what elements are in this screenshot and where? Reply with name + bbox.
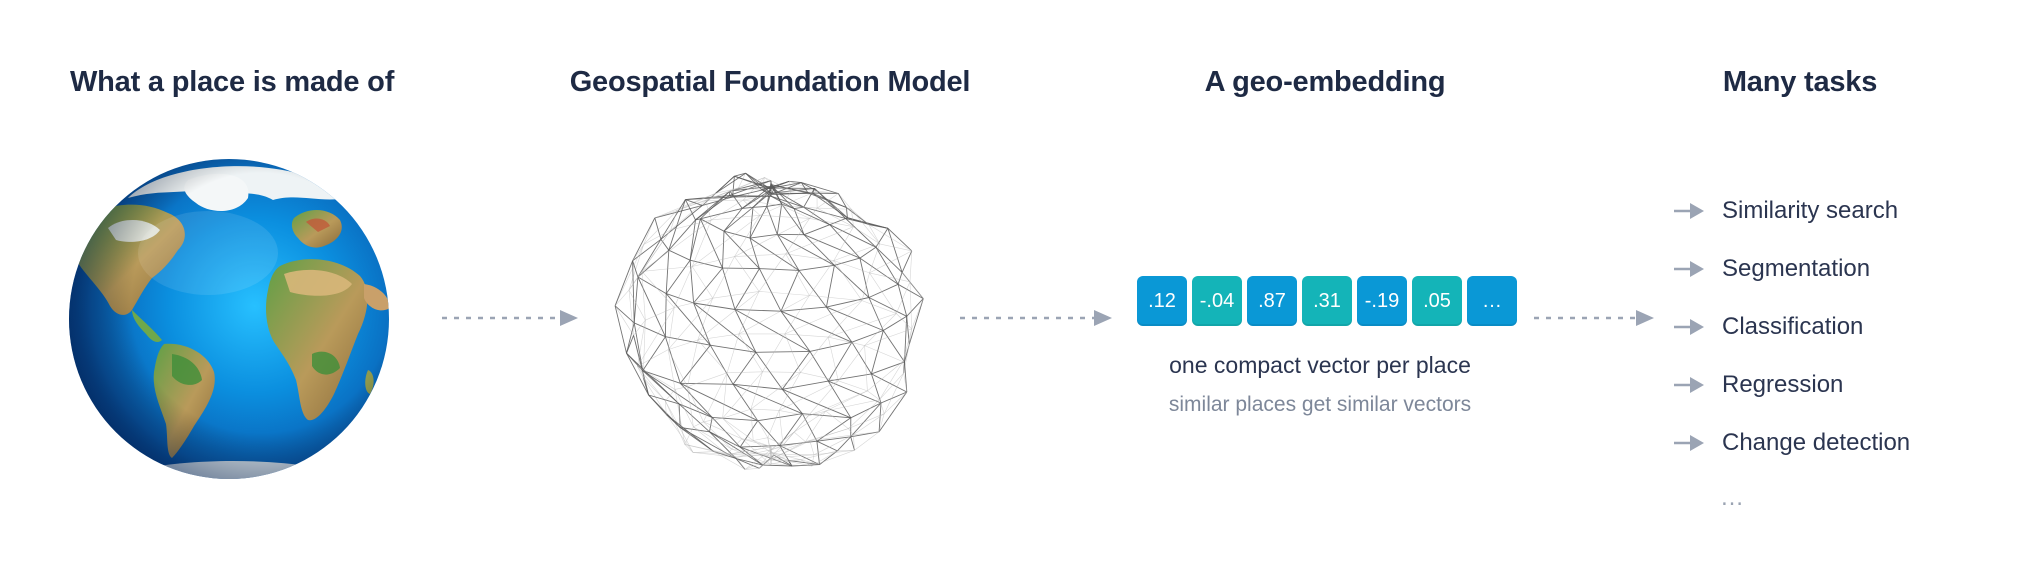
mesh-lines: [614, 172, 924, 470]
task-item: Change detection: [1672, 414, 1910, 472]
vector-cell: …: [1467, 276, 1517, 326]
heading-tasks: Many tasks: [1722, 66, 1878, 98]
task-label: Classification: [1722, 313, 1864, 340]
vector-cell: -.04: [1192, 276, 1242, 326]
vector-cell: .31: [1302, 276, 1352, 326]
embedding-vector: .12-.04.87.31-.19.05…: [1137, 276, 1517, 326]
earth-globe-icon: [68, 158, 390, 480]
dotted-arrow-right-icon: [1534, 310, 1654, 326]
vector-cell: .05: [1412, 276, 1462, 326]
arrow-right-icon: [1674, 377, 1704, 393]
heading-model: Geospatial Foundation Model: [569, 66, 971, 98]
arrow-right-icon: [1674, 319, 1704, 335]
task-more: …: [1720, 484, 1744, 511]
arrow-right-icon: [1674, 435, 1704, 451]
dotted-arrow-right-icon: [442, 310, 578, 326]
vector-cell: .87: [1247, 276, 1297, 326]
task-item: Segmentation: [1672, 240, 1910, 298]
task-label: Change detection: [1722, 429, 1911, 456]
vector-cell: -.19: [1357, 276, 1407, 326]
task-item: Classification: [1672, 298, 1910, 356]
heading-embedding: A geo-embedding: [1204, 66, 1446, 98]
arrow-right-icon: [1674, 261, 1704, 277]
task-item: Similarity search: [1672, 182, 1910, 240]
heading-place: What a place is made of: [70, 66, 395, 98]
wireframe-sphere-icon: [596, 150, 946, 500]
embedding-subcaption: similar places get similar vectors: [1168, 393, 1472, 416]
embedding-caption: one compact vector per place: [1169, 352, 1471, 378]
task-item: Regression: [1672, 356, 1910, 414]
arrow-right-icon: [1674, 203, 1704, 219]
vector-cell: .12: [1137, 276, 1187, 326]
task-label: Regression: [1722, 371, 1844, 398]
dotted-arrow-right-icon: [960, 310, 1112, 326]
task-label: Segmentation: [1722, 255, 1871, 282]
task-label: Similarity search: [1722, 197, 1899, 224]
